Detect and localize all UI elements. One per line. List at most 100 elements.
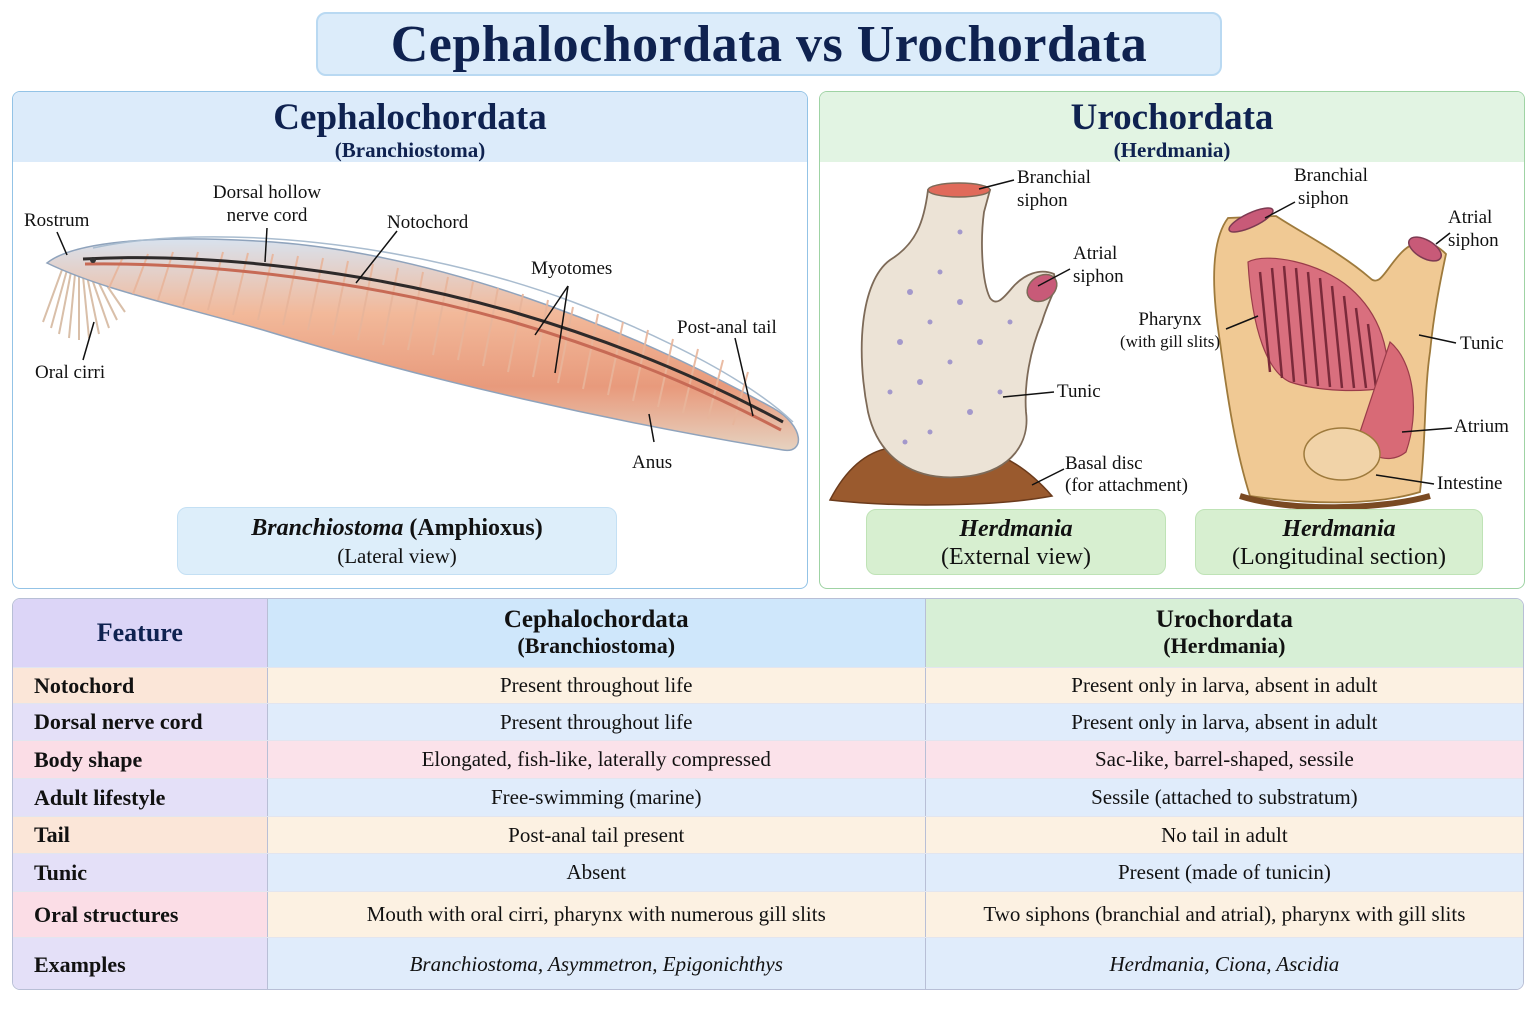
cephalochordata-subheading: (Branchiostoma) — [334, 138, 486, 162]
feature-cell: Tunic — [13, 854, 268, 891]
feature-cell: Notochord — [13, 668, 268, 703]
section-atrial-opening — [1408, 236, 1442, 262]
ceph-cell: Post-anal tail present — [267, 817, 926, 853]
table-row: Examples Branchiostoma, Asymmetron, Epig… — [13, 937, 1523, 989]
section-branchial-opening — [1228, 207, 1274, 233]
ceph-cell: Branchiostoma, Asymmetron, Epigonichthys — [267, 938, 926, 989]
ceph-cell: Present throughout life — [267, 704, 926, 740]
header-feature: Feature — [13, 599, 268, 667]
caption-common-name: (Amphioxus) — [403, 515, 543, 541]
label-myotomes: Myotomes — [531, 258, 613, 279]
cephalochordata-panel-header: Cephalochordata (Branchiostoma) — [13, 92, 807, 162]
amphioxus-caption: Branchiostoma (Amphioxus) (Lateral view) — [177, 507, 617, 575]
uro-cell: No tail in adult — [925, 817, 1523, 853]
table-row: Body shape Elongated, fish-like, lateral… — [13, 740, 1523, 778]
sec-label-branchial-2: siphon — [1298, 188, 1349, 209]
leader-lines — [56, 227, 754, 443]
table-header-row: Feature Cephalochordata (Branchiostoma) … — [13, 599, 1523, 667]
ceph-cell: Free-swimming (marine) — [267, 779, 926, 816]
sec-label-pharynx-2: (with gill slits) — [1119, 332, 1221, 351]
section-atrium — [1359, 340, 1415, 459]
uro-cell: Present only in larva, absent in adult — [925, 668, 1523, 703]
table-row: Tunic Absent Present (made of tunicin) — [13, 853, 1523, 891]
herdmania-external-caption: Herdmania (External view) — [866, 509, 1166, 575]
uro-cell: Herdmania, Ciona, Ascidia — [925, 938, 1523, 989]
feature-cell: Oral structures — [13, 892, 268, 937]
cephalochordata-panel: Cephalochordata (Branchiostoma) — [12, 91, 808, 589]
leader-lines — [978, 179, 1457, 486]
uro-cell: Present (made of tunicin) — [925, 854, 1523, 891]
eye-spot — [90, 257, 96, 263]
tunic-spots — [887, 229, 1013, 445]
section-base — [1239, 493, 1431, 511]
feature-cell: Dorsal nerve cord — [13, 704, 268, 740]
sec-label-intestine: Intestine — [1437, 473, 1503, 494]
uro-cell: Sac-like, barrel-shaped, sessile — [925, 741, 1523, 778]
nerve-cord-line — [82, 256, 784, 424]
feature-cell: Body shape — [13, 741, 268, 778]
table-row: Oral structures Mouth with oral cirri, p… — [13, 891, 1523, 937]
urochordata-panel: Urochordata (Herdmania) — [819, 91, 1525, 589]
ext-label-tunic: Tunic — [1057, 381, 1101, 402]
herdmania-section — [1213, 207, 1447, 511]
ceph-cell: Mouth with oral cirri, pharynx with nume… — [267, 892, 926, 937]
ceph-cell: Present throughout life — [267, 668, 926, 703]
table-row: Dorsal nerve cord Present throughout lif… — [13, 703, 1523, 740]
label-post-anal-tail: Post-anal tail — [677, 317, 777, 338]
urochordata-heading: Urochordata — [1070, 97, 1274, 138]
feature-cell: Tail — [13, 817, 268, 853]
uro-cell: Present only in larva, absent in adult — [925, 704, 1523, 740]
table-row: Notochord Present throughout life Presen… — [13, 667, 1523, 703]
section-intestine — [1303, 427, 1381, 481]
amphioxus-illustration — [42, 227, 799, 452]
table-row: Tail Post-anal tail present No tail in a… — [13, 816, 1523, 853]
sec-label-atrial-2: siphon — [1448, 230, 1499, 251]
sec-label-atrium: Atrium — [1454, 416, 1509, 437]
label-notochord: Notochord — [387, 212, 469, 233]
external-atrial-opening — [1026, 273, 1058, 303]
gill-slits — [1258, 265, 1378, 389]
urochordata-panel-header: Urochordata (Herdmania) — [820, 92, 1524, 162]
ext-label-branchial-2: siphon — [1017, 190, 1068, 211]
title-banner: Cephalochordata vs Urochordata — [316, 12, 1222, 76]
notochord-line — [84, 262, 782, 432]
urochordata-subheading: (Herdmania) — [1113, 138, 1231, 162]
header-cephalochordata: Cephalochordata (Branchiostoma) — [267, 599, 926, 667]
feature-cell: Examples — [13, 938, 268, 989]
ceph-cell: Elongated, fish-like, laterally compress… — [267, 741, 926, 778]
external-caption-view: (External view) — [941, 544, 1091, 570]
sec-label-tunic: Tunic — [1460, 333, 1504, 354]
sec-label-atrial-1: Atrial — [1448, 207, 1493, 228]
external-tunic — [860, 189, 1057, 479]
header-ceph-sub: (Branchiostoma) — [517, 633, 676, 658]
section-caption-name: Herdmania — [1282, 516, 1396, 542]
section-caption-view: (Longitudinal section) — [1232, 544, 1446, 570]
header-ceph-title: Cephalochordata — [503, 606, 689, 633]
feature-cell: Adult lifestyle — [13, 779, 268, 816]
header-urochordata: Urochordata (Herdmania) — [925, 599, 1523, 667]
ext-label-basal-1: Basal disc — [1065, 453, 1143, 474]
label-rostrum: Rostrum — [24, 210, 90, 231]
ext-label-atrial-2: siphon — [1073, 266, 1124, 287]
caption-view: (Lateral view) — [337, 544, 457, 568]
herdmania-section-caption: Herdmania (Longitudinal section) — [1195, 509, 1483, 575]
header-uro-sub: (Herdmania) — [1163, 633, 1286, 658]
caption-genus: Branchiostoma — [251, 515, 404, 541]
amphioxus-body — [45, 238, 799, 452]
uro-cell: Sessile (attached to substratum) — [925, 779, 1523, 816]
ext-label-atrial-1: Atrial — [1073, 243, 1118, 264]
herdmania-illustrations — [828, 179, 1457, 511]
external-branchial-opening — [927, 182, 991, 198]
sec-label-pharynx-1: Pharynx — [1138, 309, 1202, 330]
herdmania-external — [828, 182, 1058, 506]
cephalochordata-heading: Cephalochordata — [273, 97, 547, 138]
uro-cell: Two siphons (branchial and atrial), phar… — [925, 892, 1523, 937]
ext-label-branchial-1: Branchial — [1017, 167, 1091, 188]
label-anus: Anus — [632, 452, 673, 473]
sec-label-branchial-1: Branchial — [1294, 165, 1368, 186]
page-title: Cephalochordata vs Urochordata — [390, 15, 1148, 73]
label-oral-cirri: Oral cirri — [35, 362, 106, 383]
comparison-table: Feature Cephalochordata (Branchiostoma) … — [12, 598, 1524, 990]
dorsal-fin — [92, 236, 794, 423]
ext-label-basal-2: (for attachment) — [1065, 475, 1188, 496]
